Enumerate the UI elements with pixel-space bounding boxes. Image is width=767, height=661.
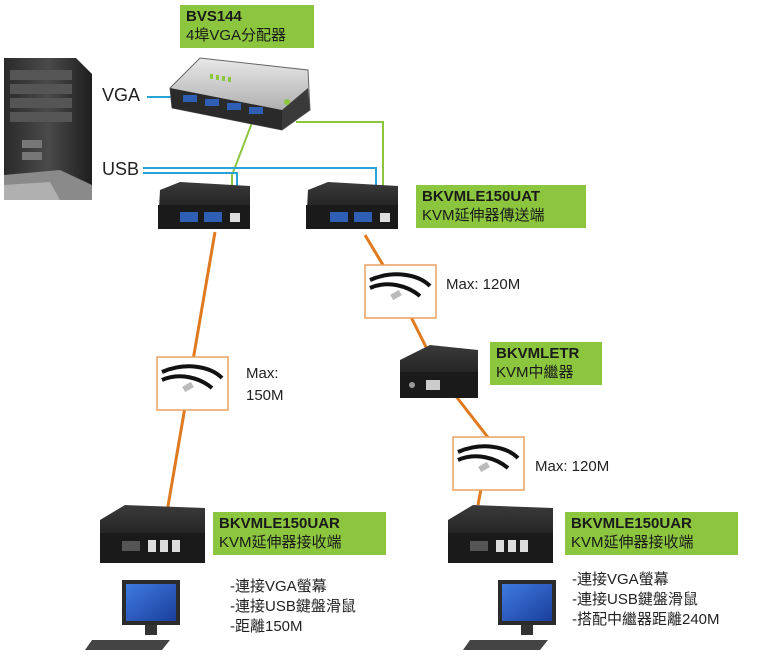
transmitter-device-left bbox=[158, 182, 250, 229]
max-120-label-bottom: Max: 120M bbox=[535, 458, 610, 475]
note-left-2: -連接USB鍵盤滑鼠 bbox=[230, 598, 356, 615]
monitor-icon-left bbox=[85, 580, 180, 650]
note-left-3: -距離150M bbox=[230, 618, 303, 635]
repeater-subtitle: KVM中繼器 bbox=[496, 364, 574, 381]
splitter-title: BVS144 bbox=[186, 8, 242, 25]
usb-label: USB bbox=[102, 159, 140, 179]
receiver-left-label-box: BKVMLE150UAR KVM延伸器接收端 bbox=[213, 512, 386, 555]
cable-image-right bbox=[452, 436, 525, 491]
receiver-left-subtitle: KVM延伸器接收端 bbox=[219, 534, 342, 551]
note-right-1: -連接VGA螢幕 bbox=[572, 571, 669, 588]
max-150-value: 150M bbox=[246, 387, 284, 404]
note-right-3: -搭配中繼器距離240M bbox=[572, 611, 720, 628]
monitor-icon-right bbox=[463, 580, 556, 650]
transmitter-subtitle: KVM延伸器傳送端 bbox=[422, 207, 545, 224]
transmitter-label-box: BKVMLE150UAT KVM延伸器傳送端 bbox=[416, 185, 586, 228]
max-150-label: Max: bbox=[246, 365, 279, 382]
receiver-right-label-box: BKVMLE150UAR KVM延伸器接收端 bbox=[565, 512, 738, 555]
vga-label: VGA bbox=[102, 85, 141, 105]
repeater-title: BKVMLETR bbox=[496, 345, 580, 362]
transmitter-title: BKVMLE150UAT bbox=[422, 188, 541, 205]
receiver-right-title: BKVMLE150UAR bbox=[571, 515, 692, 532]
receiver-left-title: BKVMLE150UAR bbox=[219, 515, 340, 532]
note-left-1: -連接VGA螢幕 bbox=[230, 578, 327, 595]
notes-left: -連接VGA螢幕 -連接USB鍵盤滑鼠 -距離150M bbox=[230, 577, 356, 637]
receiver-device-right bbox=[448, 505, 553, 563]
repeater-label-box: BKVMLETR KVM中繼器 bbox=[490, 342, 602, 385]
notes-right: -連接VGA螢幕 -連接USB鍵盤滑鼠 -搭配中繼器距離240M bbox=[572, 570, 720, 630]
max-120-label-top: Max: 120M bbox=[446, 276, 521, 293]
receiver-device-left bbox=[100, 505, 205, 563]
transmitter-device-right bbox=[306, 182, 398, 229]
receiver-right-subtitle: KVM延伸器接收端 bbox=[571, 534, 694, 551]
cable-image-middle bbox=[364, 264, 437, 319]
vga-splitter-device bbox=[169, 57, 311, 131]
pc-tower-icon bbox=[4, 58, 92, 200]
cable-image-left bbox=[156, 356, 229, 411]
splitter-label-box: BVS144 4埠VGA分配器 bbox=[180, 5, 314, 48]
note-right-2: -連接USB鍵盤滑鼠 bbox=[572, 591, 698, 608]
repeater-device bbox=[400, 345, 478, 398]
splitter-subtitle: 4埠VGA分配器 bbox=[186, 27, 287, 44]
